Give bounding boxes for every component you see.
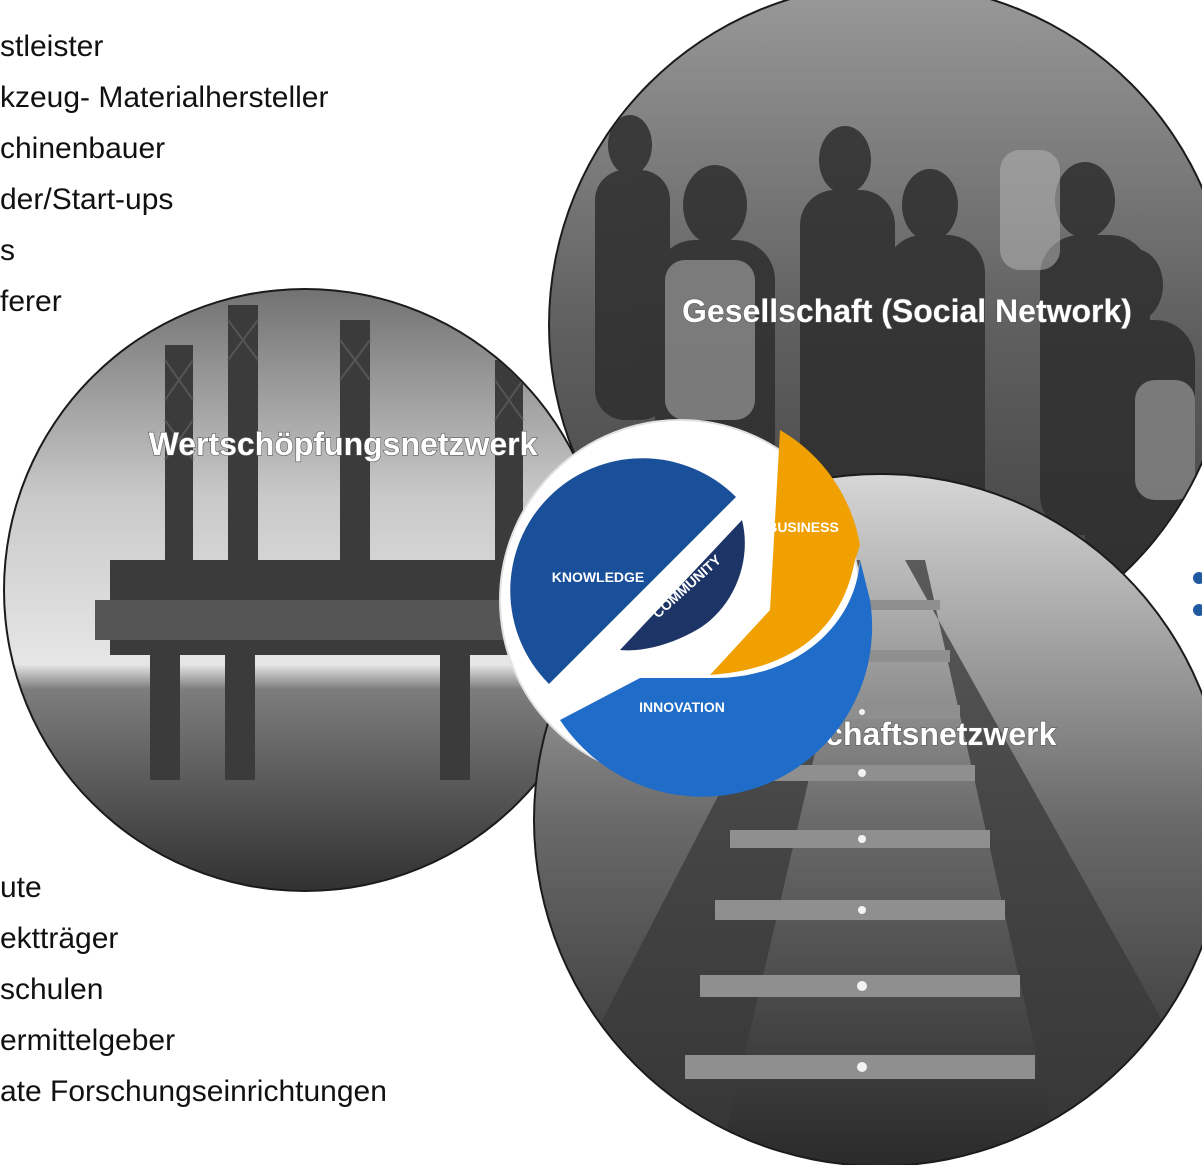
list-item: chinenbauer — [0, 132, 166, 165]
list-item: s — [0, 234, 15, 267]
stakeholder-list-bottom: ute ektträger schulen ermittelgeber ate … — [0, 862, 387, 1117]
community-segment — [620, 520, 745, 651]
value-chain-label: Wertschöpfungsnetzwerk — [149, 426, 538, 462]
bullet-mark — [1193, 604, 1202, 616]
value-chain-circle: Wertschöpfungsnetzwerk — [3, 288, 607, 892]
list-item: ute — [0, 871, 42, 904]
list-item: stleister — [0, 30, 104, 63]
bullet-mark — [1193, 572, 1202, 584]
list-item: kzeug- Materialhersteller — [0, 81, 329, 114]
social-network-label: Gesellschaft (Social Network) — [682, 293, 1132, 329]
innovation-segment — [560, 560, 873, 797]
list-item: schulen — [0, 973, 104, 1006]
business-label: BUSINESS — [767, 519, 839, 535]
list-item: der/Start-ups — [0, 183, 174, 216]
list-item: ferer — [0, 285, 62, 318]
business-segment — [710, 430, 860, 675]
knowledge-segment — [510, 458, 736, 684]
knowledge-label: KNOWLEDGE — [552, 569, 645, 585]
innovation-label: INNOVATION — [639, 699, 725, 715]
list-item: ektträger — [0, 922, 119, 955]
community-logo: KNOWLEDGE BUSINESS INNOVATION COMMUNITY — [499, 419, 873, 797]
list-item: ermittelgeber — [0, 1024, 176, 1057]
list-item: ate Forschungseinrichtungen — [0, 1075, 387, 1108]
stakeholder-list-top: stleister kzeug- Materialhersteller chin… — [0, 21, 328, 327]
